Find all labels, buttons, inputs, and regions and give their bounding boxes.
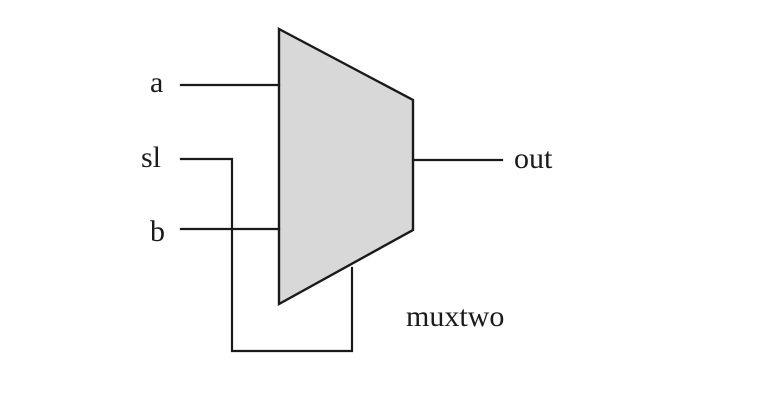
label-output: out (514, 142, 553, 175)
mux-body (277, 27, 415, 307)
label-input-a: a (150, 66, 163, 99)
wire-select-sl (179, 157, 354, 353)
label-module-name: muxtwo (406, 300, 504, 333)
label-input-b: b (150, 215, 165, 248)
label-input-sl: sl (141, 141, 161, 174)
